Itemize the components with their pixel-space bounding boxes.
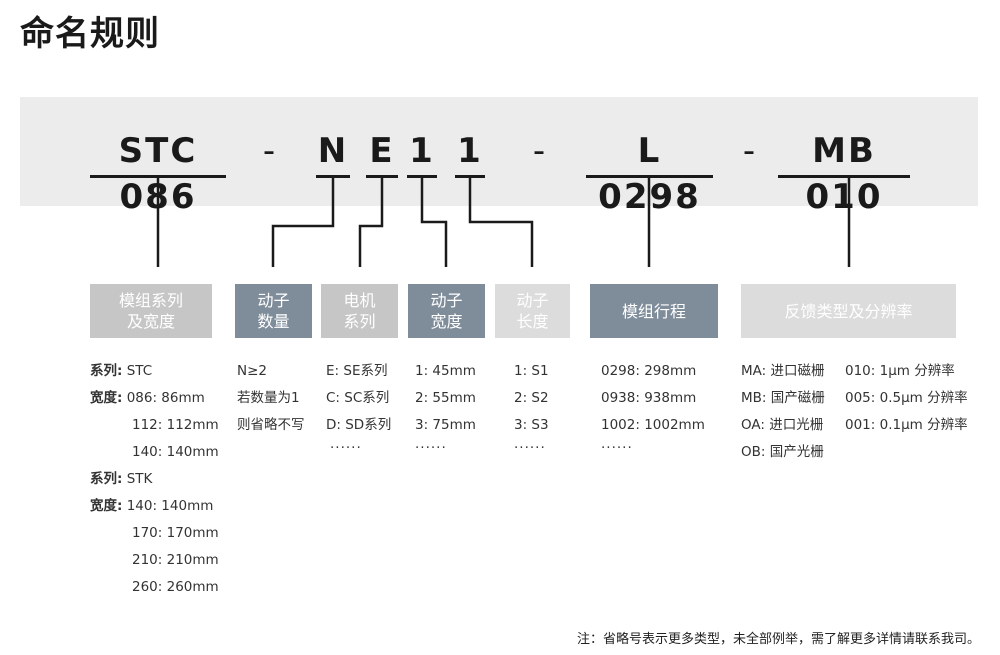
list-item: E: SE系列 [326,363,388,379]
list-item: 112: 112mm [132,417,219,433]
list-item: MA: 进口磁栅 [741,363,825,379]
list-item: C: SC系列 [326,390,390,406]
length-list: 1: S1 2: S2 3: S3 ...... [514,358,549,453]
code-width: 1 [407,128,437,178]
list-item: OA: 进口光栅 [741,417,824,433]
box-length: 动子 长度 [495,284,570,338]
list-item: 260: 260mm [132,579,219,595]
list-item: D: SD系列 [326,417,392,433]
row-label: 宽度: [90,498,123,514]
box-width: 动子 宽度 [408,284,485,338]
row-value: STK [126,471,153,487]
code-band [20,97,978,206]
list-item: 若数量为1 [237,390,300,406]
list-item: 宽度: 140: 140mm [90,493,219,520]
list-item: 系列: STK [90,466,219,493]
row-value: 140: 140mm [126,498,214,514]
row-value: 086: 86mm [126,390,205,406]
list-item: 001: 0.1μm 分辨率 [845,417,968,433]
connector-width [420,178,448,267]
list-item: 1: 45mm [415,363,476,379]
footnote: 注：省略号表示更多类型，未全部例举，需了解更多详情请联系我司。 [576,632,980,647]
list-item: 则省略不写 [237,417,305,433]
box-series: 模组系列 及宽度 [90,284,212,338]
connector-length [468,178,534,267]
list-item: OB: 国产光栅 [741,444,824,460]
page-title: 命名规则 [20,14,160,54]
connector-count [271,178,335,267]
list-item: 0938: 938mm [601,390,697,406]
list-item: ...... [601,436,633,452]
box-stroke: 模组行程 [590,284,718,338]
list-item: ...... [330,436,362,452]
box-motor: 电机 系列 [321,284,398,338]
list-item: 2: S2 [514,390,549,406]
code-dash-1: - [262,131,278,171]
series-list: 系列: STC 宽度: 086: 86mm 112: 112mm 140: 14… [90,358,219,601]
list-item: 140: 140mm [132,444,219,460]
list-item: 宽度: 086: 86mm [90,385,219,412]
box-feedback: 反馈类型及分辨率 [741,284,956,338]
code-dash-3: - [742,131,758,171]
list-item: N≥2 [237,363,267,379]
list-item: 1002: 1002mm [601,417,705,433]
list-item: 2: 55mm [415,390,476,406]
list-item: 005: 0.5μm 分辨率 [845,390,968,406]
list-item: 3: S3 [514,417,549,433]
list-item: 系列: STC [90,358,219,385]
row-value: STC [126,363,153,379]
list-item: ...... [514,436,546,452]
row-label: 系列: [90,363,123,379]
list-item: ...... [415,436,447,452]
code-count: N [316,128,350,178]
code-feedback: MB 010 [778,128,910,217]
code-dash-2: - [532,131,548,171]
row-label: 系列: [90,471,123,487]
list-item: 010: 1μm 分辨率 [845,363,955,379]
stroke-list: 0298: 298mm 0938: 938mm 1002: 1002mm ...… [601,358,705,453]
list-item: 3: 75mm [415,417,476,433]
feedback-type-list: MA: 进口磁栅 MB: 国产磁栅 OA: 进口光栅 OB: 国产光栅 [741,358,825,466]
feedback-resolution-list: 010: 1μm 分辨率 005: 0.5μm 分辨率 001: 0.1μm 分… [845,358,968,439]
list-item: 0298: 298mm [601,363,697,379]
list-item: 170: 170mm [132,525,219,541]
connector-motor [358,178,384,267]
code-length: 1 [455,128,485,178]
motor-list: E: SE系列 C: SC系列 D: SD系列 ...... [326,358,391,453]
code-motor: E [366,128,398,178]
list-item: 1: S1 [514,363,549,379]
list-item: MB: 国产磁栅 [741,390,825,406]
row-label: 宽度: [90,390,123,406]
width-list: 1: 45mm 2: 55mm 3: 75mm ...... [415,358,476,453]
count-list: N≥2 若数量为1 则省略不写 [237,358,305,439]
box-count: 动子 数量 [235,284,312,338]
list-item: 210: 210mm [132,552,219,568]
